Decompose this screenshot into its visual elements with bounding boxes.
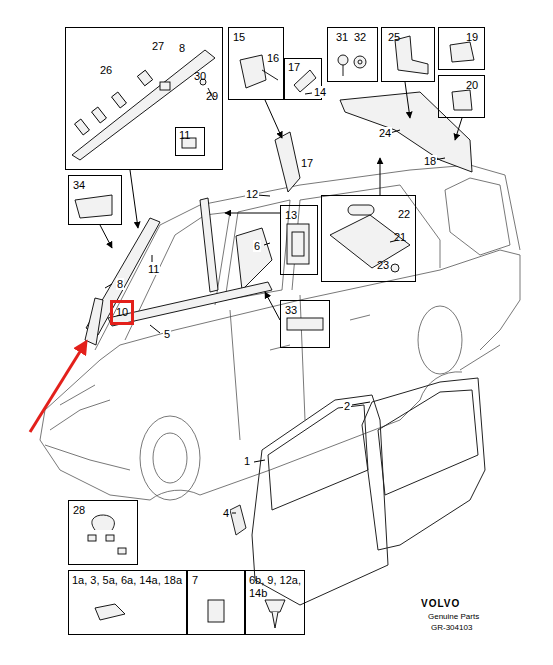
callout-number: 20 xyxy=(466,79,478,92)
callout-number: 14 xyxy=(313,86,327,98)
callout-number: 17 xyxy=(288,61,300,74)
callout-number: 4 xyxy=(222,507,230,519)
callout-number: 29 xyxy=(206,90,218,103)
inset-frame: 26 27 8 3029 11 xyxy=(65,27,223,170)
callout-number: 22 xyxy=(398,208,410,221)
a-pillar-lower-trim xyxy=(85,298,103,345)
callout-box: 25 xyxy=(381,27,435,82)
callout-number: 27 xyxy=(152,40,164,53)
b-pillar-upper-trim xyxy=(200,198,218,292)
callout-number: 19 xyxy=(466,31,478,44)
callout-box: 19 xyxy=(438,27,485,70)
callout-number: 8 xyxy=(116,278,124,290)
callout-number: 30 xyxy=(194,70,206,83)
callout-number: 7 xyxy=(192,574,198,587)
callout-box: 20 xyxy=(438,75,485,118)
callout-number: 23 xyxy=(377,259,389,272)
callout-number: 2 xyxy=(343,400,351,412)
callout-box: 28 xyxy=(68,500,138,565)
callout-number: 24 xyxy=(378,127,392,139)
car-outline xyxy=(40,165,520,500)
brand-mark: VOLVO xyxy=(420,598,461,610)
callout-number: 8 xyxy=(179,42,185,55)
leader-lines xyxy=(100,82,462,513)
sill-trim xyxy=(108,282,272,326)
callout-number: 12 xyxy=(245,188,259,200)
callout-number: 15 xyxy=(233,31,245,44)
callout-number: 34 xyxy=(73,179,85,192)
callout-number: 32 xyxy=(354,31,366,44)
callout-box: 1516 xyxy=(228,27,284,100)
callout-number: 13 xyxy=(285,209,297,222)
callout-number: 26 xyxy=(100,64,112,77)
callout-number: 1 xyxy=(243,455,251,467)
trim-panels xyxy=(85,92,472,345)
callout-number: 1a, 3, 5a, 6a, 14a, 18a xyxy=(72,574,183,587)
callout-number: 21 xyxy=(394,231,406,244)
callout-number: 17 xyxy=(300,157,314,169)
callout-number: 28 xyxy=(73,504,85,517)
callout-number: 16 xyxy=(267,52,279,65)
brand-mark: GR-304103 xyxy=(430,623,473,632)
fastener-box: 1a, 3, 5a, 6a, 14a, 18a xyxy=(68,570,187,635)
rear-headliner-panel xyxy=(340,92,472,172)
c-pillar-trim xyxy=(275,132,300,192)
inset-frame: 22 21 23 xyxy=(321,195,416,282)
callout-number-highlight: 10 xyxy=(110,300,134,325)
callout-number: 5 xyxy=(163,328,171,340)
callout-box: 31 32 xyxy=(327,27,378,82)
highlight-arrow xyxy=(30,342,86,432)
brand-mark: Genuine Parts xyxy=(427,612,480,621)
callout-number: 33 xyxy=(285,304,297,317)
fastener-box: 6b, 9, 12a, 14b xyxy=(245,570,305,635)
callout-number: 11 xyxy=(179,129,190,142)
callout-number: 6b, 9, 12a, 14b xyxy=(249,574,301,600)
callout-box: 13 xyxy=(280,205,318,275)
fastener-box: 7 xyxy=(187,570,245,635)
callout-number: 18 xyxy=(423,155,437,167)
callout-number: 25 xyxy=(388,31,400,44)
b-pillar-lower-trim xyxy=(236,228,272,290)
callout-number: 11 xyxy=(147,263,160,275)
callout-number: 10 xyxy=(116,306,128,319)
inset-drawing xyxy=(72,36,474,628)
callout-number: 6 xyxy=(253,240,261,252)
callout-box: 11 xyxy=(175,127,205,156)
callout-box: 34 xyxy=(68,175,122,225)
callout-box: 33 xyxy=(280,300,330,348)
callout-number: 31 xyxy=(336,31,348,44)
